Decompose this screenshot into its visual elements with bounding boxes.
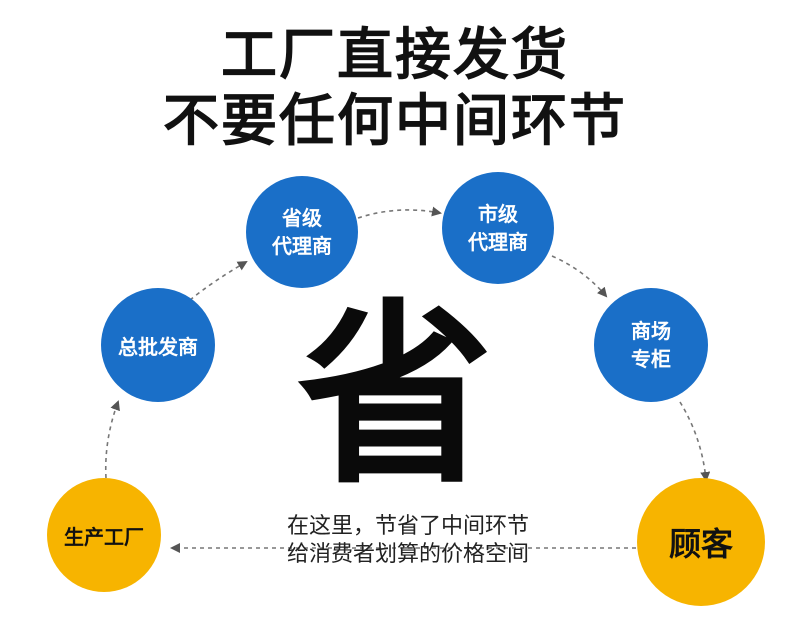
arrow-wholesaler-to-province	[189, 260, 248, 301]
arrow-province-to-city	[357, 206, 442, 219]
node-mall-counter-line1: 商场	[631, 319, 671, 343]
arrow-factory-to-wholesaler	[104, 400, 120, 479]
node-province-agent-line1: 省级	[282, 206, 322, 230]
node-wholesaler: 总批发商	[101, 288, 215, 402]
node-customer-label: 顾客	[668, 525, 733, 563]
node-city-agent: 市级 代理商	[442, 172, 554, 284]
arrow-mall-to-customer	[679, 401, 711, 482]
arrow-city-to-mall	[551, 255, 608, 298]
headline-line-1: 工厂直接发货	[221, 23, 569, 88]
node-province-agent-line2: 代理商	[272, 234, 332, 258]
center-save-character: 省	[296, 283, 493, 511]
node-customer: 顾客	[637, 478, 765, 606]
savings-note-line1: 在这里，节省了中间环节	[286, 514, 529, 539]
node-mall-counter: 商场 专柜	[594, 288, 708, 402]
node-city-agent-line1: 市级	[478, 202, 518, 226]
savings-note-line2: 给消费者划算的价格空间	[286, 542, 529, 567]
node-factory: 生产工厂	[47, 478, 161, 592]
node-province-agent: 省级 代理商	[246, 176, 358, 288]
node-wholesaler-label: 总批发商	[118, 334, 198, 359]
savings-note: 在这里，节省了中间环节 给消费者划算的价格空间	[228, 513, 588, 569]
node-mall-counter-line2: 专柜	[631, 347, 671, 371]
node-factory-label: 生产工厂	[64, 524, 144, 549]
headline-line-2: 不要任何中间环节	[163, 89, 627, 154]
node-city-agent-line2: 代理商	[468, 230, 528, 254]
